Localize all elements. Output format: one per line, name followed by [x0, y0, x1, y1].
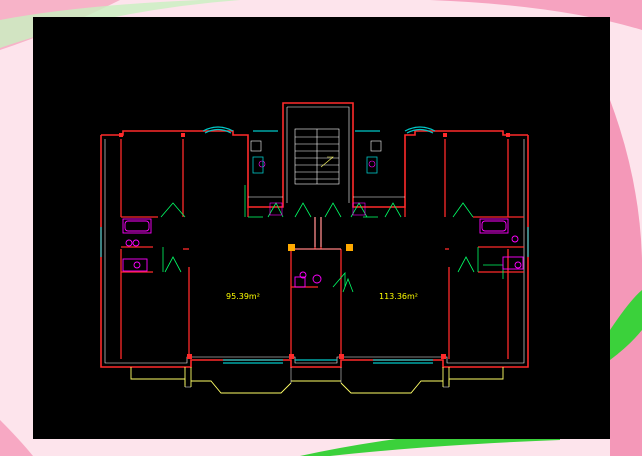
area-label-right-unit: 113.36m² [379, 292, 418, 301]
kitchens [248, 140, 405, 216]
balconies [130, 367, 504, 394]
balcony-outline [185, 367, 449, 388]
kitchen-sinks [252, 156, 378, 174]
interior-walls [120, 139, 524, 359]
floor-plan [100, 102, 529, 394]
doors [160, 185, 504, 293]
windows [100, 126, 529, 364]
outer-outline [104, 106, 525, 364]
corridor-link [291, 217, 341, 250]
bathroom-fixtures [122, 218, 524, 288]
stair-core [294, 128, 340, 185]
cad-drawing-canvas[interactable]: 95.39m² 113.36m² [33, 17, 610, 439]
area-label-left-unit: 95.39m² [226, 292, 260, 301]
columns [119, 133, 510, 359]
